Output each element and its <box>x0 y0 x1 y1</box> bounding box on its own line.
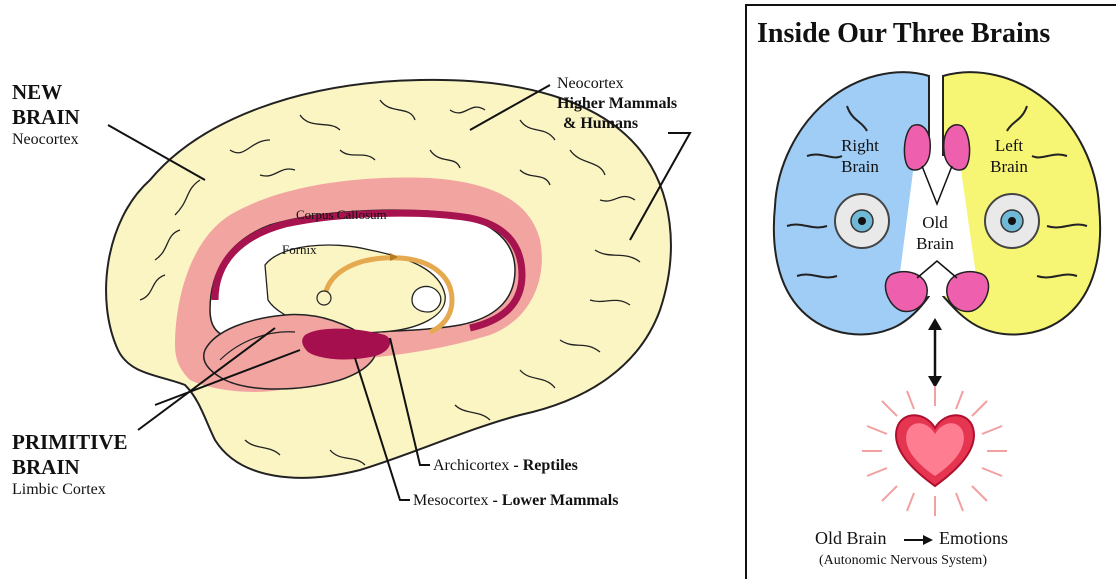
neocortex-label: Neocortex Higher Mammals & Humans <box>557 74 677 134</box>
primitive-brain-line2: BRAIN <box>12 455 128 480</box>
neocortex-line2: Higher Mammals <box>557 94 677 114</box>
footer-note: (Autonomic Nervous System) <box>819 553 987 569</box>
archicortex-name: Archicortex <box>433 457 509 474</box>
left-brain-line1: Left <box>979 135 1039 156</box>
corpus-callosum-label: Corpus Callosum <box>296 207 387 223</box>
old-brain-upper-left <box>904 125 930 170</box>
primitive-brain-sub: Limbic Cortex <box>12 480 128 500</box>
primitive-brain-line1: PRIMITIVE <box>12 430 128 455</box>
left-brain-label: Left Brain <box>979 135 1039 177</box>
archicortex-group: Reptiles <box>523 457 578 474</box>
mesocortex-label: Mesocortex - Lower Mammals <box>413 491 618 511</box>
primitive-brain-label: PRIMITIVE BRAIN Limbic Cortex <box>12 430 128 500</box>
old-brain-line2: Brain <box>905 233 965 254</box>
new-brain-line2: BRAIN <box>12 105 80 130</box>
left-brain-line2: Brain <box>979 156 1039 177</box>
old-brain-upper-right <box>944 125 970 170</box>
three-brains-panel: Inside Our Three Brains <box>745 4 1116 579</box>
left-brain-eye-icon <box>985 194 1039 248</box>
right-brain-line2: Brain <box>830 156 890 177</box>
double-arrow-icon <box>928 318 942 388</box>
new-brain-sub: Neocortex <box>12 130 80 150</box>
mesocortex-name: Mesocortex <box>413 492 489 509</box>
footer-from: Old Brain <box>815 528 887 549</box>
old-brain-label: Old Brain <box>905 212 965 254</box>
three-brains-illustration <box>747 6 1116 581</box>
mesocortex-region <box>302 329 390 360</box>
arrow-right-icon <box>904 535 933 545</box>
old-brain-line1: Old <box>905 212 965 233</box>
neocortex-name: Neocortex <box>557 74 677 94</box>
new-brain-label: NEW BRAIN Neocortex <box>12 80 80 150</box>
mesocortex-group: Lower Mammals <box>502 492 619 509</box>
footer-to: Emotions <box>939 528 1008 549</box>
right-brain-line1: Right <box>830 135 890 156</box>
archicortex-label: Archicortex - Reptiles <box>433 456 578 476</box>
neocortex-line3: & Humans <box>557 114 677 134</box>
right-brain-label: Right Brain <box>830 135 890 177</box>
heart-icon <box>862 386 1007 516</box>
right-brain-eye-icon <box>835 194 889 248</box>
mesocortex-dash: - <box>489 492 502 509</box>
fornix-label: Fornix <box>282 242 317 258</box>
new-brain-line1: NEW <box>12 80 80 105</box>
archicortex-dash: - <box>509 457 522 474</box>
